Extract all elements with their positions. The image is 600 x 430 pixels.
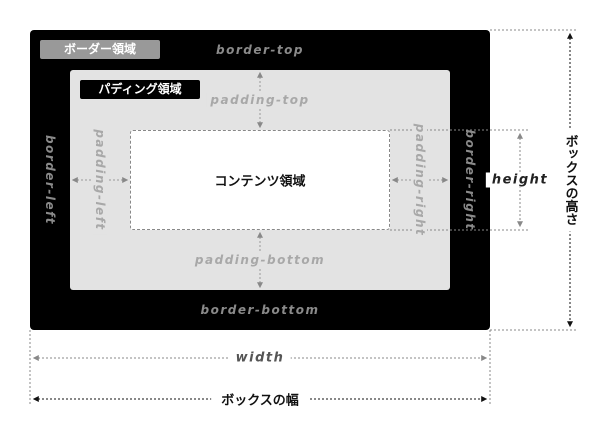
width-label: width bbox=[229, 350, 291, 366]
padding-right-label: padding-right bbox=[413, 119, 427, 241]
box-height-label: ボックスの高さ bbox=[560, 128, 580, 232]
border-area-tag: ボーダー領域 bbox=[40, 40, 160, 59]
box-width-label: ボックスの幅 bbox=[211, 389, 309, 409]
content-area bbox=[130, 130, 390, 230]
border-top-label: border-top bbox=[216, 43, 304, 57]
height-label: height bbox=[485, 172, 555, 188]
content-area-label: コンテンツ領域 bbox=[214, 174, 306, 190]
padding-left-label: padding-left bbox=[93, 125, 107, 235]
border-right-label: border-right bbox=[463, 129, 477, 231]
border-left-label: border-left bbox=[43, 134, 57, 226]
border-bottom-label: border-bottom bbox=[200, 303, 320, 317]
padding-top-label: padding-top bbox=[206, 93, 314, 107]
padding-area-tag: パディング領域 bbox=[80, 80, 200, 99]
padding-bottom-label: padding-bottom bbox=[190, 253, 330, 267]
